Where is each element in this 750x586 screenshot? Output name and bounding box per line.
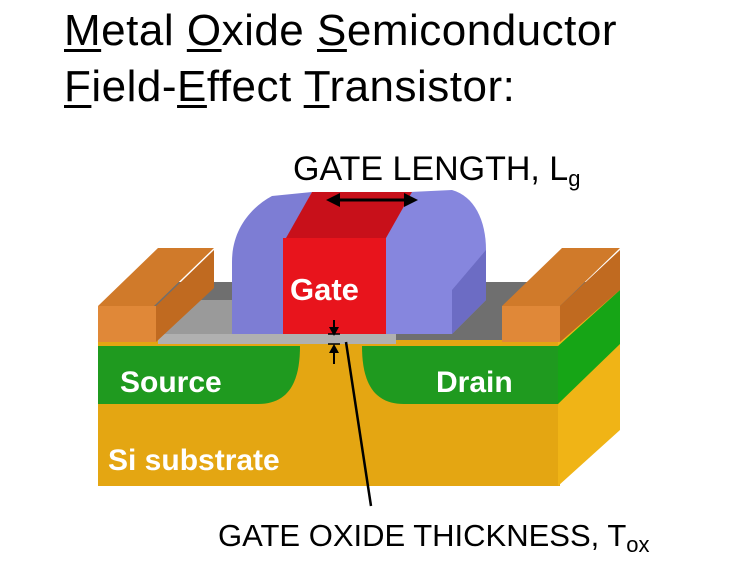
title-word-2: Oxide: [186, 6, 318, 55]
gate-label: Gate: [290, 272, 359, 307]
gate-top: [286, 192, 412, 238]
oxide-leader-line: [344, 341, 373, 507]
source-label: Source: [120, 366, 222, 399]
title-word-1: Metal: [64, 6, 187, 55]
gate-length-arrow-right: [404, 193, 418, 207]
gate-front: [283, 238, 386, 334]
source-contact-front: [98, 306, 156, 342]
source-contact-side: [156, 250, 214, 342]
substrate-label: Si substrate: [108, 444, 280, 477]
drain-label: Drain: [436, 366, 513, 399]
gate-length-arrow-left: [326, 193, 340, 207]
oxide-arrow-bottom-head: [329, 344, 339, 353]
drain-contact-front: [502, 306, 560, 342]
oxide-arrow-top-head: [329, 327, 339, 336]
gate-length-label: GATE LENGTH, Lg: [293, 150, 581, 191]
right-spacer-shade: [452, 250, 486, 334]
drain-contact-side: [560, 250, 620, 342]
source-region: [98, 346, 300, 404]
title-word-4: Field-: [64, 62, 178, 111]
oxide-front: [158, 334, 396, 344]
drain-side-green: [558, 290, 620, 404]
source-contact-top: [98, 248, 214, 306]
title-word-6: Transistor:: [303, 62, 516, 111]
title-word-5: Effect: [177, 62, 304, 111]
title-line-2: Field-Effect Transistor:: [64, 62, 515, 112]
title-line-1: Metal Oxide Semiconductor: [64, 6, 617, 56]
gate-oxide-thickness-label: GATE OXIDE THICKNESS, Tox: [218, 518, 650, 557]
drain-region: [362, 346, 558, 404]
drain-contact-top: [502, 248, 620, 306]
title-word-3: Semiconductor: [317, 6, 618, 55]
